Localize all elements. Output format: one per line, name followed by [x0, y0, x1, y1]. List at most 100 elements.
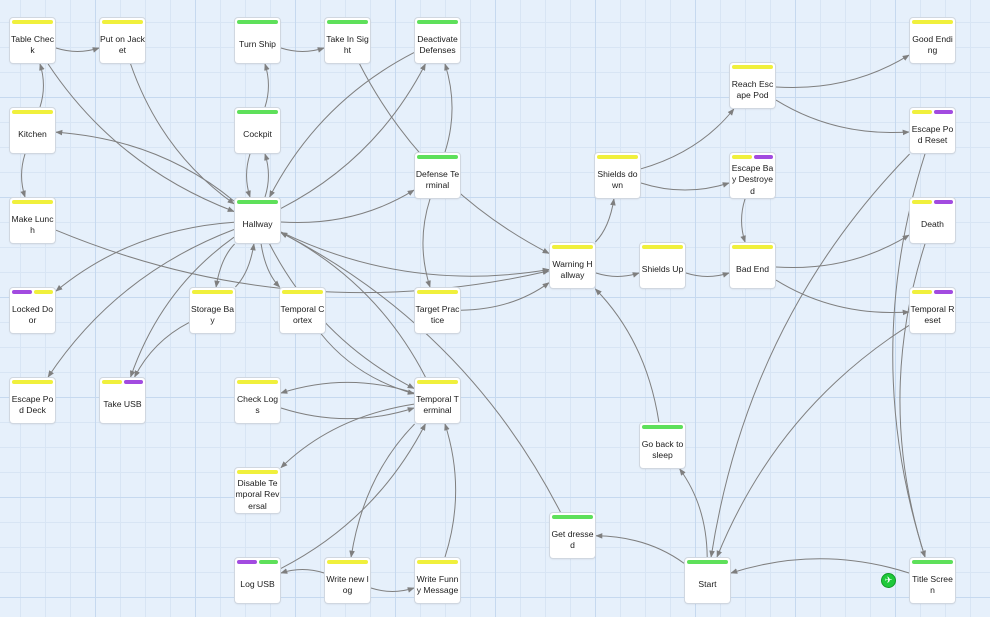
passage-label: Target Practice	[415, 303, 460, 326]
connection-hallway-to-defense-terminal	[280, 189, 415, 224]
passage-label: Locked Door	[11, 303, 54, 326]
passage-temporal-terminal[interactable]: Temporal Terminal	[415, 378, 460, 423]
passage-label: Escape Pod Reset	[911, 123, 954, 146]
passage-tags	[327, 560, 368, 564]
passage-temporal-cortex[interactable]: Temporal Cortex	[280, 288, 325, 333]
tag-green	[417, 155, 458, 159]
passage-label: Write Funny Message	[416, 573, 459, 596]
connection-cockpit-to-turn-ship	[264, 63, 270, 108]
passage-write-funny-message[interactable]: Write Funny Message	[415, 558, 460, 603]
passage-reach-escape-pod[interactable]: Reach Escape Pod	[730, 63, 775, 108]
tag-green	[417, 20, 458, 24]
passage-good-ending[interactable]: Good Ending	[910, 18, 955, 63]
connection-turn-ship-to-take-in-sight	[280, 47, 325, 53]
passage-start[interactable]: Start	[685, 558, 730, 603]
passage-label: Shields Up	[641, 264, 684, 275]
passage-label: Cockpit	[243, 129, 272, 140]
passage-label: Hallway	[242, 219, 273, 230]
connection-storage-bay-to-hallway	[235, 243, 256, 288]
passage-tags	[12, 20, 53, 24]
passage-label: Shields down	[597, 168, 638, 191]
passage-get-dressed[interactable]: Get dressed	[550, 513, 595, 558]
passage-take-in-sight[interactable]: Take In Sight	[325, 18, 370, 63]
passage-shields-down[interactable]: Shields down	[595, 153, 640, 198]
passage-shields-up[interactable]: Shields Up	[640, 243, 685, 288]
passage-label: Title Screen	[912, 573, 953, 596]
passage-warning-hallway[interactable]: Warning Hallway	[550, 243, 595, 288]
tag-yellow	[327, 560, 368, 564]
passage-label: Go back to sleep	[641, 438, 684, 461]
passage-defense-terminal[interactable]: Defense Terminal	[415, 153, 460, 198]
passage-label: Make Lunch	[11, 213, 54, 236]
passage-tags	[417, 380, 458, 384]
passage-label: Defense Terminal	[415, 168, 460, 191]
connection-warning-hallway-to-shields-up	[595, 272, 640, 278]
passage-disable-temporal-reversal[interactable]: Disable Temporal Reversal	[235, 468, 280, 513]
tag-yellow	[912, 110, 932, 114]
tag-purple	[933, 290, 953, 294]
rocket-icon[interactable]: ✈	[881, 573, 896, 588]
passage-locked-door[interactable]: Locked Door	[10, 288, 55, 333]
connection-kitchen-to-make-lunch	[20, 153, 26, 198]
passage-hallway[interactable]: Hallway	[235, 198, 280, 243]
passage-tags	[237, 470, 278, 474]
tag-green	[237, 200, 278, 204]
tag-yellow	[912, 200, 932, 204]
passage-label: Reach Escape Pod	[731, 78, 774, 101]
passage-log-usb[interactable]: Log USB	[235, 558, 280, 603]
passage-tags	[912, 560, 953, 564]
tag-yellow	[552, 245, 593, 249]
passage-deactivate-defenses[interactable]: Deactivate Defenses	[415, 18, 460, 63]
connection-bad-end-to-temporal-reset	[775, 279, 910, 316]
passage-label: Log USB	[240, 579, 275, 590]
passage-tags	[12, 110, 53, 114]
passage-temporal-reset[interactable]: Temporal Reset	[910, 288, 955, 333]
passage-label: Get dressed	[551, 528, 594, 551]
tag-green	[642, 425, 683, 429]
passage-label: Escape Bay Destroyed	[731, 163, 774, 196]
passage-death[interactable]: Death	[910, 198, 955, 243]
passage-title-screen[interactable]: Title Screen	[910, 558, 955, 603]
passage-bad-end[interactable]: Bad End	[730, 243, 775, 288]
passage-tags	[552, 515, 593, 519]
passage-escape-bay-destroyed[interactable]: Escape Bay Destroyed	[730, 153, 775, 198]
connection-defense-terminal-to-deactivate-defenses	[444, 63, 453, 153]
connection-temporal-terminal-to-disable-temporal-reversal	[280, 403, 415, 469]
connection-shields-up-to-bad-end	[685, 272, 730, 278]
passage-tags	[642, 425, 683, 429]
connection-warning-hallway-to-shields-down	[595, 198, 616, 243]
passage-write-new-log[interactable]: Write new log	[325, 558, 370, 603]
tag-purple	[933, 110, 953, 114]
connection-start-to-go-back-to-sleep	[679, 468, 708, 558]
connection-hallway-to-deactivate-defenses	[280, 63, 426, 209]
passage-put-on-jacket[interactable]: Put on Jacket	[100, 18, 145, 63]
passage-cockpit[interactable]: Cockpit	[235, 108, 280, 153]
passage-target-practice[interactable]: Target Practice	[415, 288, 460, 333]
passage-tags	[417, 290, 458, 294]
passage-storage-bay[interactable]: Storage Bay	[190, 288, 235, 333]
passage-tags	[237, 560, 278, 564]
connection-escape-bay-destroyed-to-bad-end	[740, 198, 746, 243]
passage-turn-ship[interactable]: Turn Ship	[235, 18, 280, 63]
tag-green	[327, 20, 368, 24]
connection-hallway-to-storage-bay	[214, 243, 235, 288]
tag-yellow	[417, 290, 458, 294]
connection-shields-down-to-reach-escape-pod	[640, 108, 735, 170]
passage-table-check[interactable]: Table Check	[10, 18, 55, 63]
passage-escape-pod-deck[interactable]: Escape Pod Deck	[10, 378, 55, 423]
tag-purple	[123, 380, 143, 384]
passage-go-back-to-sleep[interactable]: Go back to sleep	[640, 423, 685, 468]
passage-check-logs[interactable]: Check Logs	[235, 378, 280, 423]
passage-escape-pod-reset[interactable]: Escape Pod Reset	[910, 108, 955, 153]
passage-tags	[237, 200, 278, 204]
passage-make-lunch[interactable]: Make Lunch	[10, 198, 55, 243]
passage-label: Warning Hallway	[552, 258, 593, 281]
tag-yellow	[732, 245, 773, 249]
passage-kitchen[interactable]: Kitchen	[10, 108, 55, 153]
connection-title-screen-to-start	[730, 558, 910, 574]
passage-take-usb[interactable]: Take USB	[100, 378, 145, 423]
passage-label: Temporal Reset	[910, 303, 955, 326]
tag-yellow	[237, 380, 278, 384]
passage-tags	[237, 110, 278, 114]
